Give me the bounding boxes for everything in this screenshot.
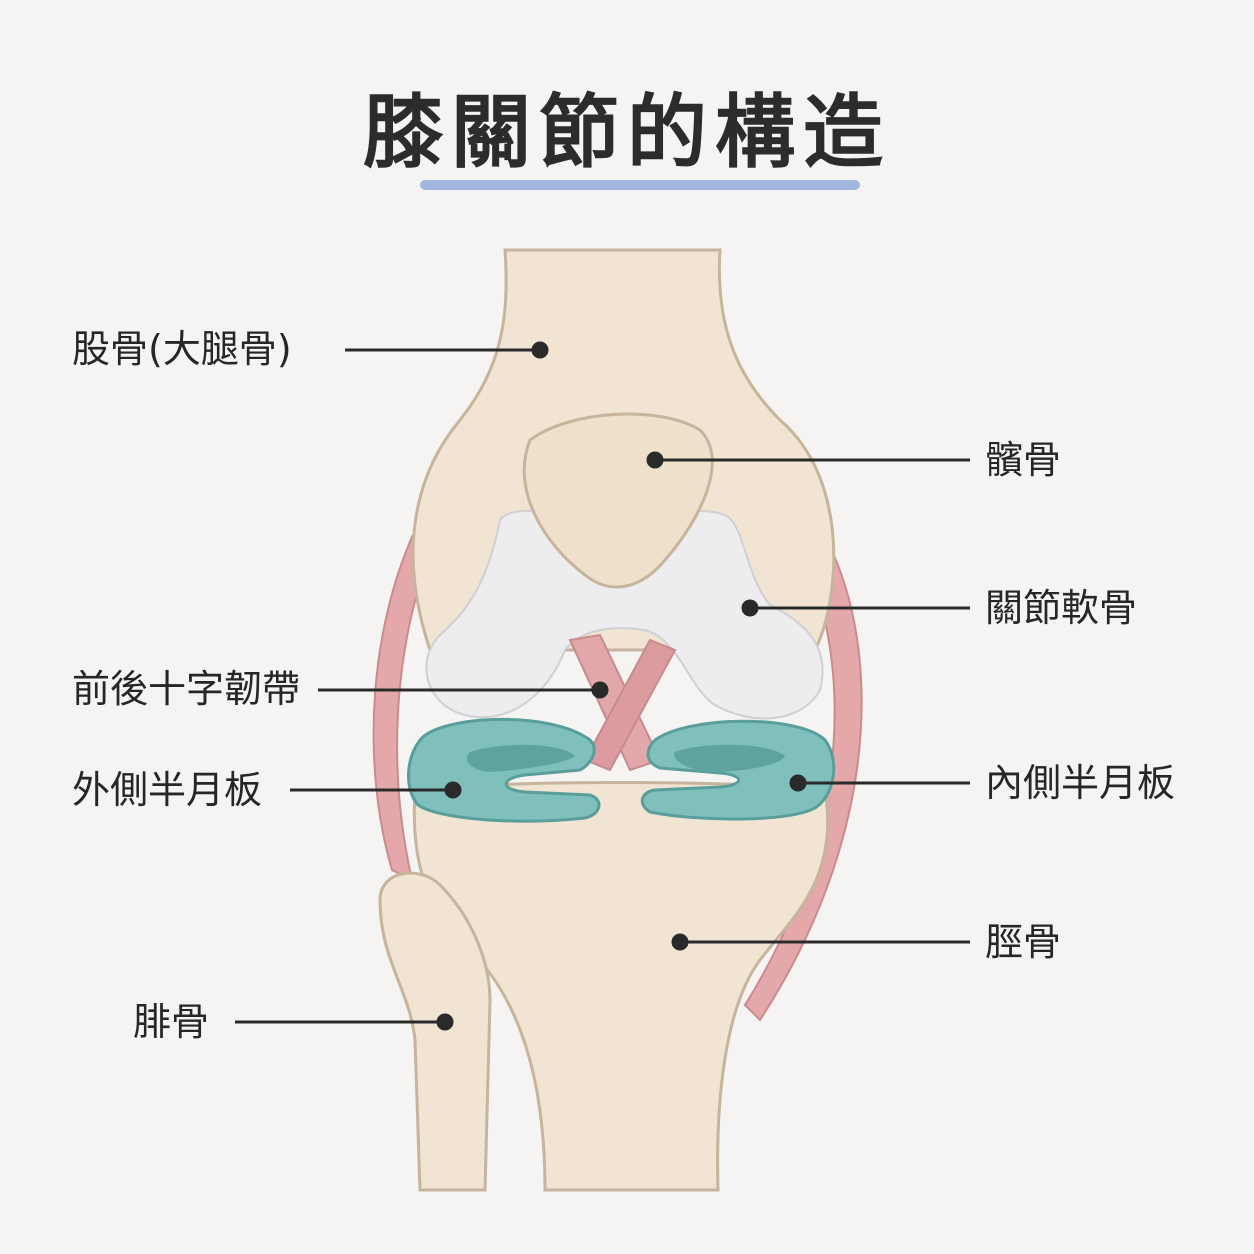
label-lateral-meniscus: 外側半月板: [72, 768, 263, 812]
fibula-bone: [378, 871, 492, 1192]
label-patella: 髕骨: [985, 438, 1062, 482]
lateral-meniscus-inner: [466, 744, 575, 772]
label-fibula: 腓骨: [133, 1000, 210, 1044]
cruciate-ligament-b: [583, 638, 677, 772]
label-tibia: 脛骨: [985, 920, 1062, 964]
medial-meniscus-inner: [674, 744, 785, 772]
label-cruciate-ligaments: 前後十字韌帶: [72, 667, 301, 711]
page-title: 膝關節的構造: [363, 86, 891, 179]
label-medial-meniscus: 內側半月板: [985, 761, 1176, 805]
title-underline: [420, 180, 860, 190]
label-femur: 股骨(大腿骨): [72, 327, 292, 371]
patella-bone: [522, 412, 714, 589]
medial-collateral-ligament: [743, 518, 863, 1022]
label-articular-cartilage: 關節軟骨: [985, 586, 1138, 630]
